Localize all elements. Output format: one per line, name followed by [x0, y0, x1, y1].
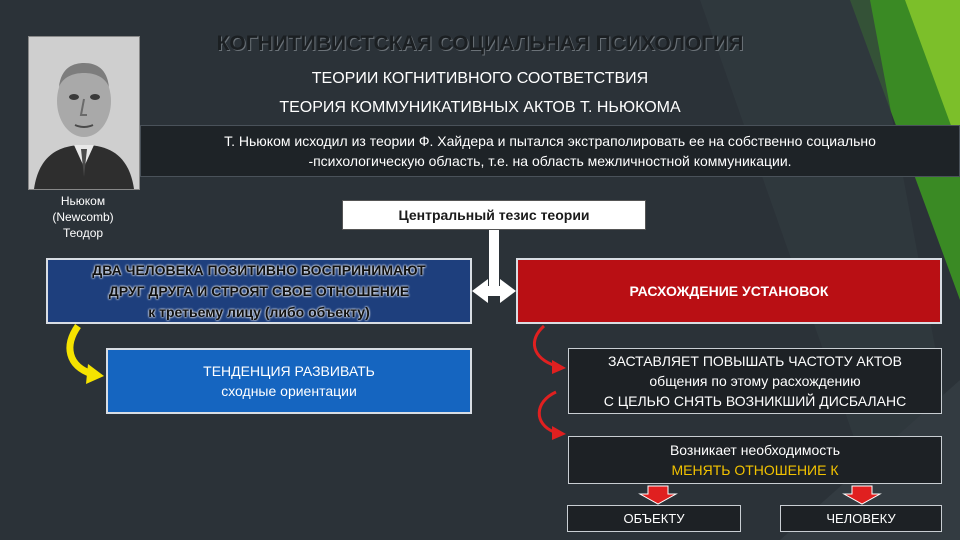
person-label: ЧЕЛОВЕКУ: [826, 510, 896, 526]
thesis-stem: [489, 230, 499, 290]
left-box-line-3: к третьему лицу (либо объекту): [148, 303, 370, 320]
tendency-box: ТЕНДЕНЦИЯ РАЗВИВАТЬ сходные ориентации: [106, 348, 472, 414]
portrait-photo: [28, 36, 140, 190]
red-curved-arrow-2: [537, 390, 557, 434]
tendency-line-2: сходные ориентации: [221, 383, 357, 399]
object-label: ОБЪЕКТУ: [623, 510, 685, 526]
need-line-2: МЕНЯТЬ ОТНОШЕНИЕ К: [671, 462, 839, 478]
intro-line-2: -психологическую область, т.е. на област…: [308, 153, 792, 169]
caption-line-3: Теодор: [62, 226, 104, 240]
yellow-arrow-head: [86, 364, 104, 384]
caption-line-2: (Newcomb): [52, 210, 114, 224]
central-thesis-label: Центральный тезис теории: [398, 207, 590, 223]
yellow-curved-arrow: [66, 323, 94, 378]
bg-green-triangle-light: [905, 0, 960, 150]
red-arrow-head-1: [552, 360, 566, 374]
acts-line-1: ЗАСТАВЛЯЕТ ПОВЫШАТЬ ЧАСТОТУ АКТОВ: [608, 353, 902, 369]
portrait-figure: [29, 37, 139, 189]
need-line-1: Возникает необходимость: [669, 442, 841, 458]
arrow-right-head: [500, 279, 516, 303]
acts-line-3: С ЦЕЛЬЮ СНЯТЬ ВОЗНИКШИЙ ДИСБАЛАНС: [603, 393, 907, 409]
intro-line-1: Т. Ньюком исходил из теории Ф. Хайдера и…: [224, 133, 876, 149]
person-box: ЧЕЛОВЕКУ: [780, 505, 942, 532]
right-divergence-box: РАСХОЖДЕНИЕ УСТАНОВОК: [516, 258, 942, 324]
caption-line-1: Ньюком: [60, 194, 106, 208]
intro-text-box: Т. Ньюком исходил из теории Ф. Хайдера и…: [140, 125, 960, 177]
right-box-label: РАСХОЖДЕНИЕ УСТАНОВОК: [629, 283, 829, 299]
acts-line-2: общения по этому расхождению: [649, 373, 861, 389]
red-curved-arrow-1: [533, 324, 557, 368]
down-arrow-object: [638, 485, 678, 505]
left-box-line-2: ДРУГ ДРУГА И СТРОЯТ СВОЕ ОТНОШЕНИЕ: [108, 282, 410, 299]
down-arrow-person: [842, 485, 882, 505]
left-box-line-1: ДВА ЧЕЛОВЕКА ПОЗИТИВНО ВОСПРИНИМАЮТ: [92, 261, 426, 278]
page-title: КОГНИТИВИСТСКАЯ СОЦИАЛЬНАЯ ПСИХОЛОГИЯ: [216, 32, 744, 55]
left-premise-box: ДВА ЧЕЛОВЕКА ПОЗИТИВНО ВОСПРИНИМАЮТ ДРУГ…: [46, 258, 472, 324]
arrow-left-head: [472, 279, 488, 303]
red-arrow-head-2: [552, 426, 566, 440]
acts-box: ЗАСТАВЛЯЕТ ПОВЫШАТЬ ЧАСТОТУ АКТОВ общени…: [568, 348, 942, 414]
central-thesis-box: Центральный тезис теории: [342, 200, 646, 230]
object-box: ОБЪЕКТУ: [567, 505, 741, 532]
portrait-caption: Ньюком (Newcomb) Теодор: [30, 193, 136, 241]
tendency-line-1: ТЕНДЕНЦИЯ РАЗВИВАТЬ: [203, 363, 375, 379]
page-subtitle: ТЕОРИИ КОГНИТИВНОГО СООТВЕТСТВИЯ: [311, 70, 649, 87]
need-box: Возникает необходимость МЕНЯТЬ ОТНОШЕНИЕ…: [568, 436, 942, 484]
theory-title: ТЕОРИЯ КОММУНИКАТИВНЫХ АКТОВ Т. НЬЮКОМА: [279, 99, 681, 116]
